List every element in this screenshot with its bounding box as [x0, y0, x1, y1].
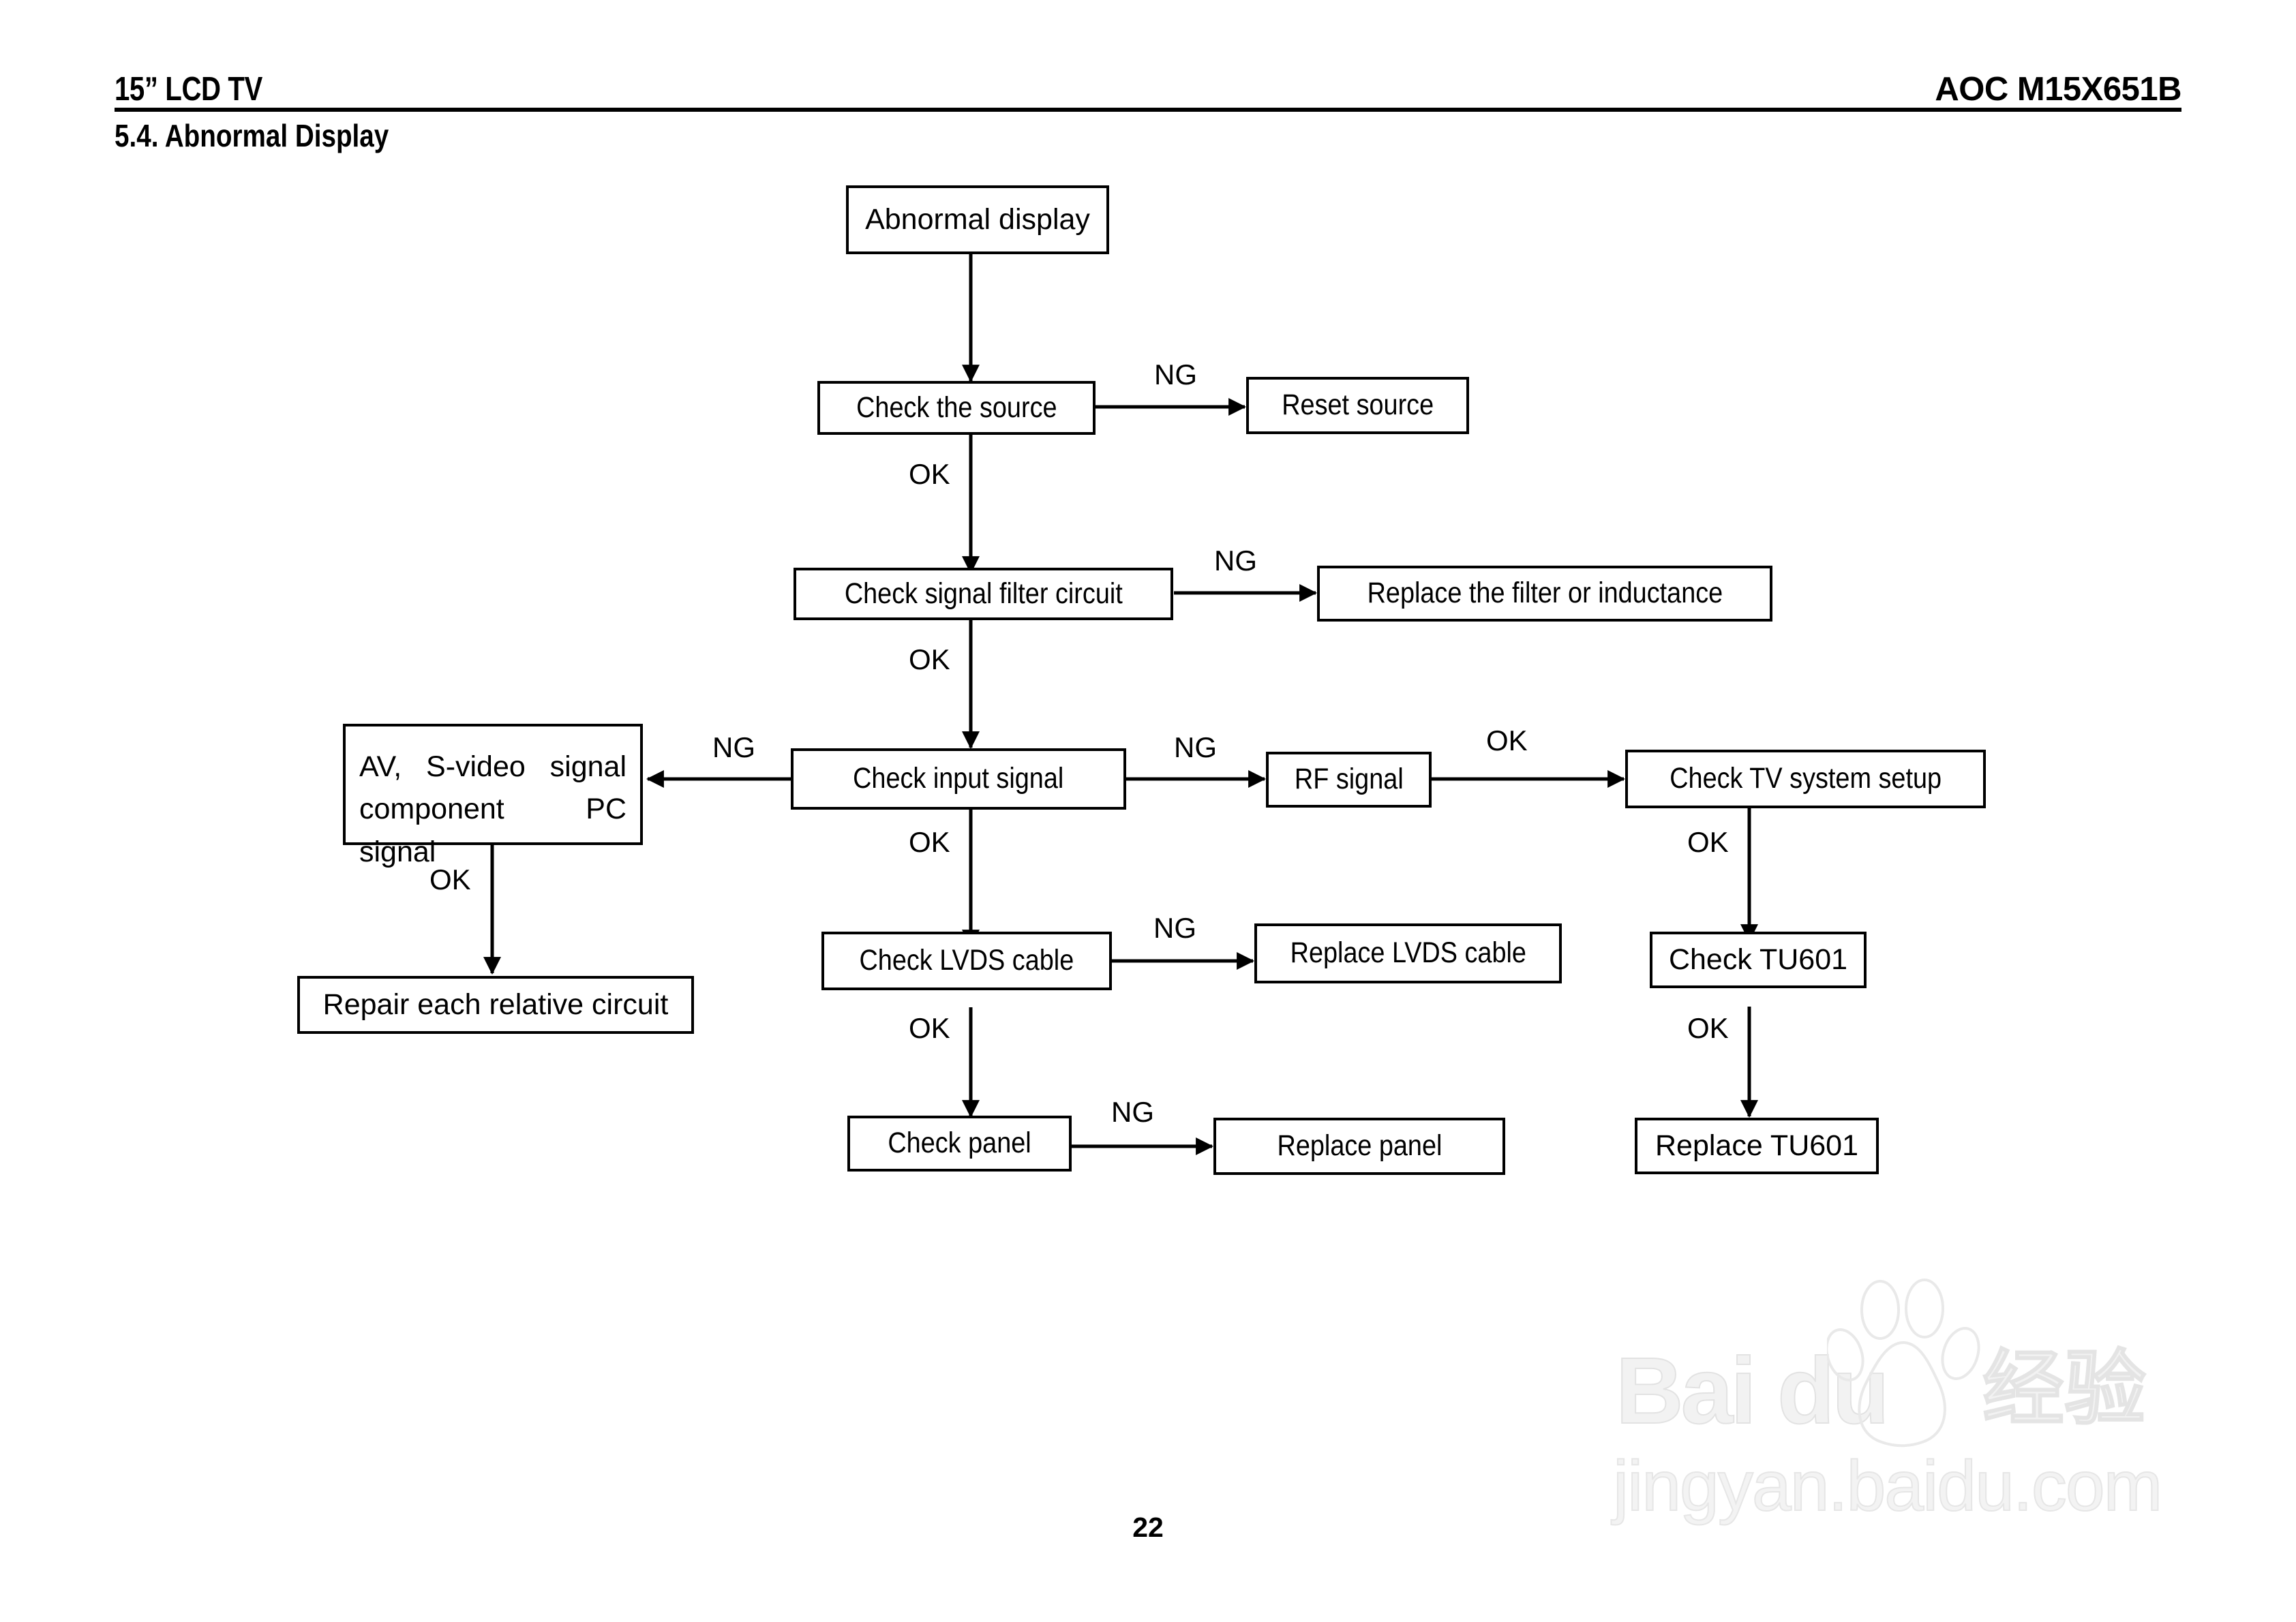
node-label: Check TU601 [1668, 943, 1848, 976]
node-label: Check signal filter circuit [844, 577, 1123, 610]
edge-label-ok-input-to-lvds: OK [909, 826, 950, 858]
edge-label-ng-panel-to-replace: NG [1111, 1096, 1154, 1128]
node-check-signal-filter-circuit[interactable]: Check signal filter circuit [794, 568, 1173, 620]
node-label: Reset source [1282, 388, 1434, 422]
edge-label-ok-tu601-to-replace: OK [1687, 1012, 1729, 1044]
node-label: Check input signal [853, 762, 1064, 795]
node-label: Check the source [856, 391, 1057, 424]
edge-label-ok-check-source: OK [909, 458, 950, 490]
node-reset-source[interactable]: Reset source [1246, 377, 1469, 434]
node-label: Replace TU601 [1655, 1129, 1858, 1162]
edge-label-ok-av-to-repair: OK [429, 863, 471, 896]
node-label-line-2: component PC signal [359, 793, 626, 868]
node-rf-signal[interactable]: RF signal [1266, 752, 1432, 808]
edge-label-ng-check-filter: NG [1214, 545, 1257, 577]
node-check-lvds-cable[interactable]: Check LVDS cable [821, 932, 1112, 990]
page-number: 22 [1132, 1512, 1164, 1543]
edge-label-ok-check-filter: OK [909, 643, 950, 675]
edge-label-ng-input-to-rf: NG [1174, 731, 1217, 763]
edge-label-ok-lvds-to-panel: OK [909, 1012, 950, 1044]
node-abnormal-display[interactable]: Abnormal display [846, 185, 1109, 254]
node-check-panel[interactable]: Check panel [847, 1116, 1072, 1172]
node-label: Check TV system setup [1670, 762, 1942, 795]
node-label: Replace the filter or inductance [1367, 577, 1723, 610]
node-label: Check panel [888, 1127, 1031, 1160]
node-av-svideo-component-pc-signal[interactable]: AV, S-video signal component PC signal [343, 724, 643, 868]
node-label: Abnormal display [865, 202, 1090, 236]
node-check-tv-system-setup[interactable]: Check TV system setup [1625, 750, 1986, 808]
header-model-number: AOC M15X651B [1935, 71, 2181, 108]
edge-label-ng-input-to-av: NG [712, 731, 755, 763]
node-replace-filter-or-inductance[interactable]: Replace the filter or inductance [1317, 566, 1772, 622]
node-label-line-1: AV, S-video signal [359, 750, 626, 783]
node-label: Replace LVDS cable [1290, 936, 1526, 970]
section-title: 5.4. Abnormal Display [115, 118, 389, 153]
edge-label-ok-rf-to-tvsetup: OK [1486, 724, 1528, 756]
node-label: RF signal [1294, 763, 1404, 796]
node-replace-lvds-cable[interactable]: Replace LVDS cable [1254, 923, 1562, 983]
node-label: Replace panel [1277, 1129, 1442, 1163]
edge-label-ng-check-source: NG [1154, 358, 1197, 391]
header-doc-title: 15” LCD TV [115, 71, 262, 108]
node-repair-each-relative-circuit[interactable]: Repair each relative circuit [297, 976, 694, 1034]
node-check-tu601[interactable]: Check TU601 [1650, 932, 1867, 988]
node-replace-tu601[interactable]: Replace TU601 [1635, 1118, 1879, 1174]
header-divider-rule [115, 108, 2181, 112]
node-replace-panel[interactable]: Replace panel [1213, 1118, 1505, 1175]
node-label: Repair each relative circuit [322, 988, 669, 1021]
node-check-the-source[interactable]: Check the source [817, 381, 1096, 435]
page-header: 15” LCD TV AOC M15X651B 5.4. Abnormal Di… [0, 0, 2296, 153]
edge-label-ng-lvds-to-replace: NG [1153, 912, 1196, 944]
node-check-input-signal[interactable]: Check input signal [791, 748, 1126, 810]
node-label: Check LVDS cable [859, 944, 1074, 977]
edge-label-ok-tvsetup-to-tu601: OK [1687, 826, 1729, 858]
